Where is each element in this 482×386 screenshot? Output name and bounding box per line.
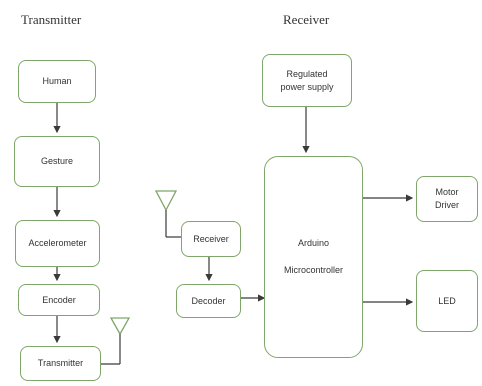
encoder-block: Encoder bbox=[18, 284, 100, 316]
transmitter-block: Transmitter bbox=[20, 346, 101, 381]
decoder-block: Decoder bbox=[176, 284, 241, 318]
microcontroller-block: Arduino Microcontroller bbox=[264, 156, 363, 358]
led-block: LED bbox=[416, 270, 478, 332]
decoder-label: Decoder bbox=[191, 295, 226, 306]
power-supply-label-line1: Regulated bbox=[286, 68, 328, 79]
motor-driver-label-line1: Motor bbox=[435, 187, 459, 197]
accelerometer-label: Accelerometer bbox=[28, 238, 87, 248]
receiver-antenna-icon bbox=[154, 190, 181, 238]
motor-driver-label-line2: Driver bbox=[435, 200, 459, 210]
receiver-heading: Receiver bbox=[283, 12, 330, 27]
human-label: Human bbox=[42, 76, 72, 86]
gesture-label: Gesture bbox=[40, 156, 73, 166]
accelerometer-block: Accelerometer bbox=[15, 220, 100, 267]
power-supply-block: Regulated power supply bbox=[262, 54, 352, 107]
microcontroller-label-line1: Arduino bbox=[297, 238, 330, 248]
led-label: LED bbox=[438, 295, 456, 306]
transmitter-antenna-icon bbox=[101, 317, 131, 365]
motor-driver-block: Motor Driver bbox=[416, 176, 478, 222]
microcontroller-label-line2: Microcontroller bbox=[283, 265, 343, 275]
transmitter-label: Transmitter bbox=[37, 358, 84, 368]
gesture-block: Gesture bbox=[14, 136, 100, 187]
receiver-block: Receiver bbox=[181, 221, 241, 257]
power-supply-label-line2: power supply bbox=[280, 81, 334, 92]
receiver-label: Receiver bbox=[193, 233, 229, 244]
encoder-label: Encoder bbox=[42, 294, 76, 305]
transmitter-heading: Transmitter bbox=[21, 12, 82, 27]
human-block: Human bbox=[18, 60, 96, 103]
